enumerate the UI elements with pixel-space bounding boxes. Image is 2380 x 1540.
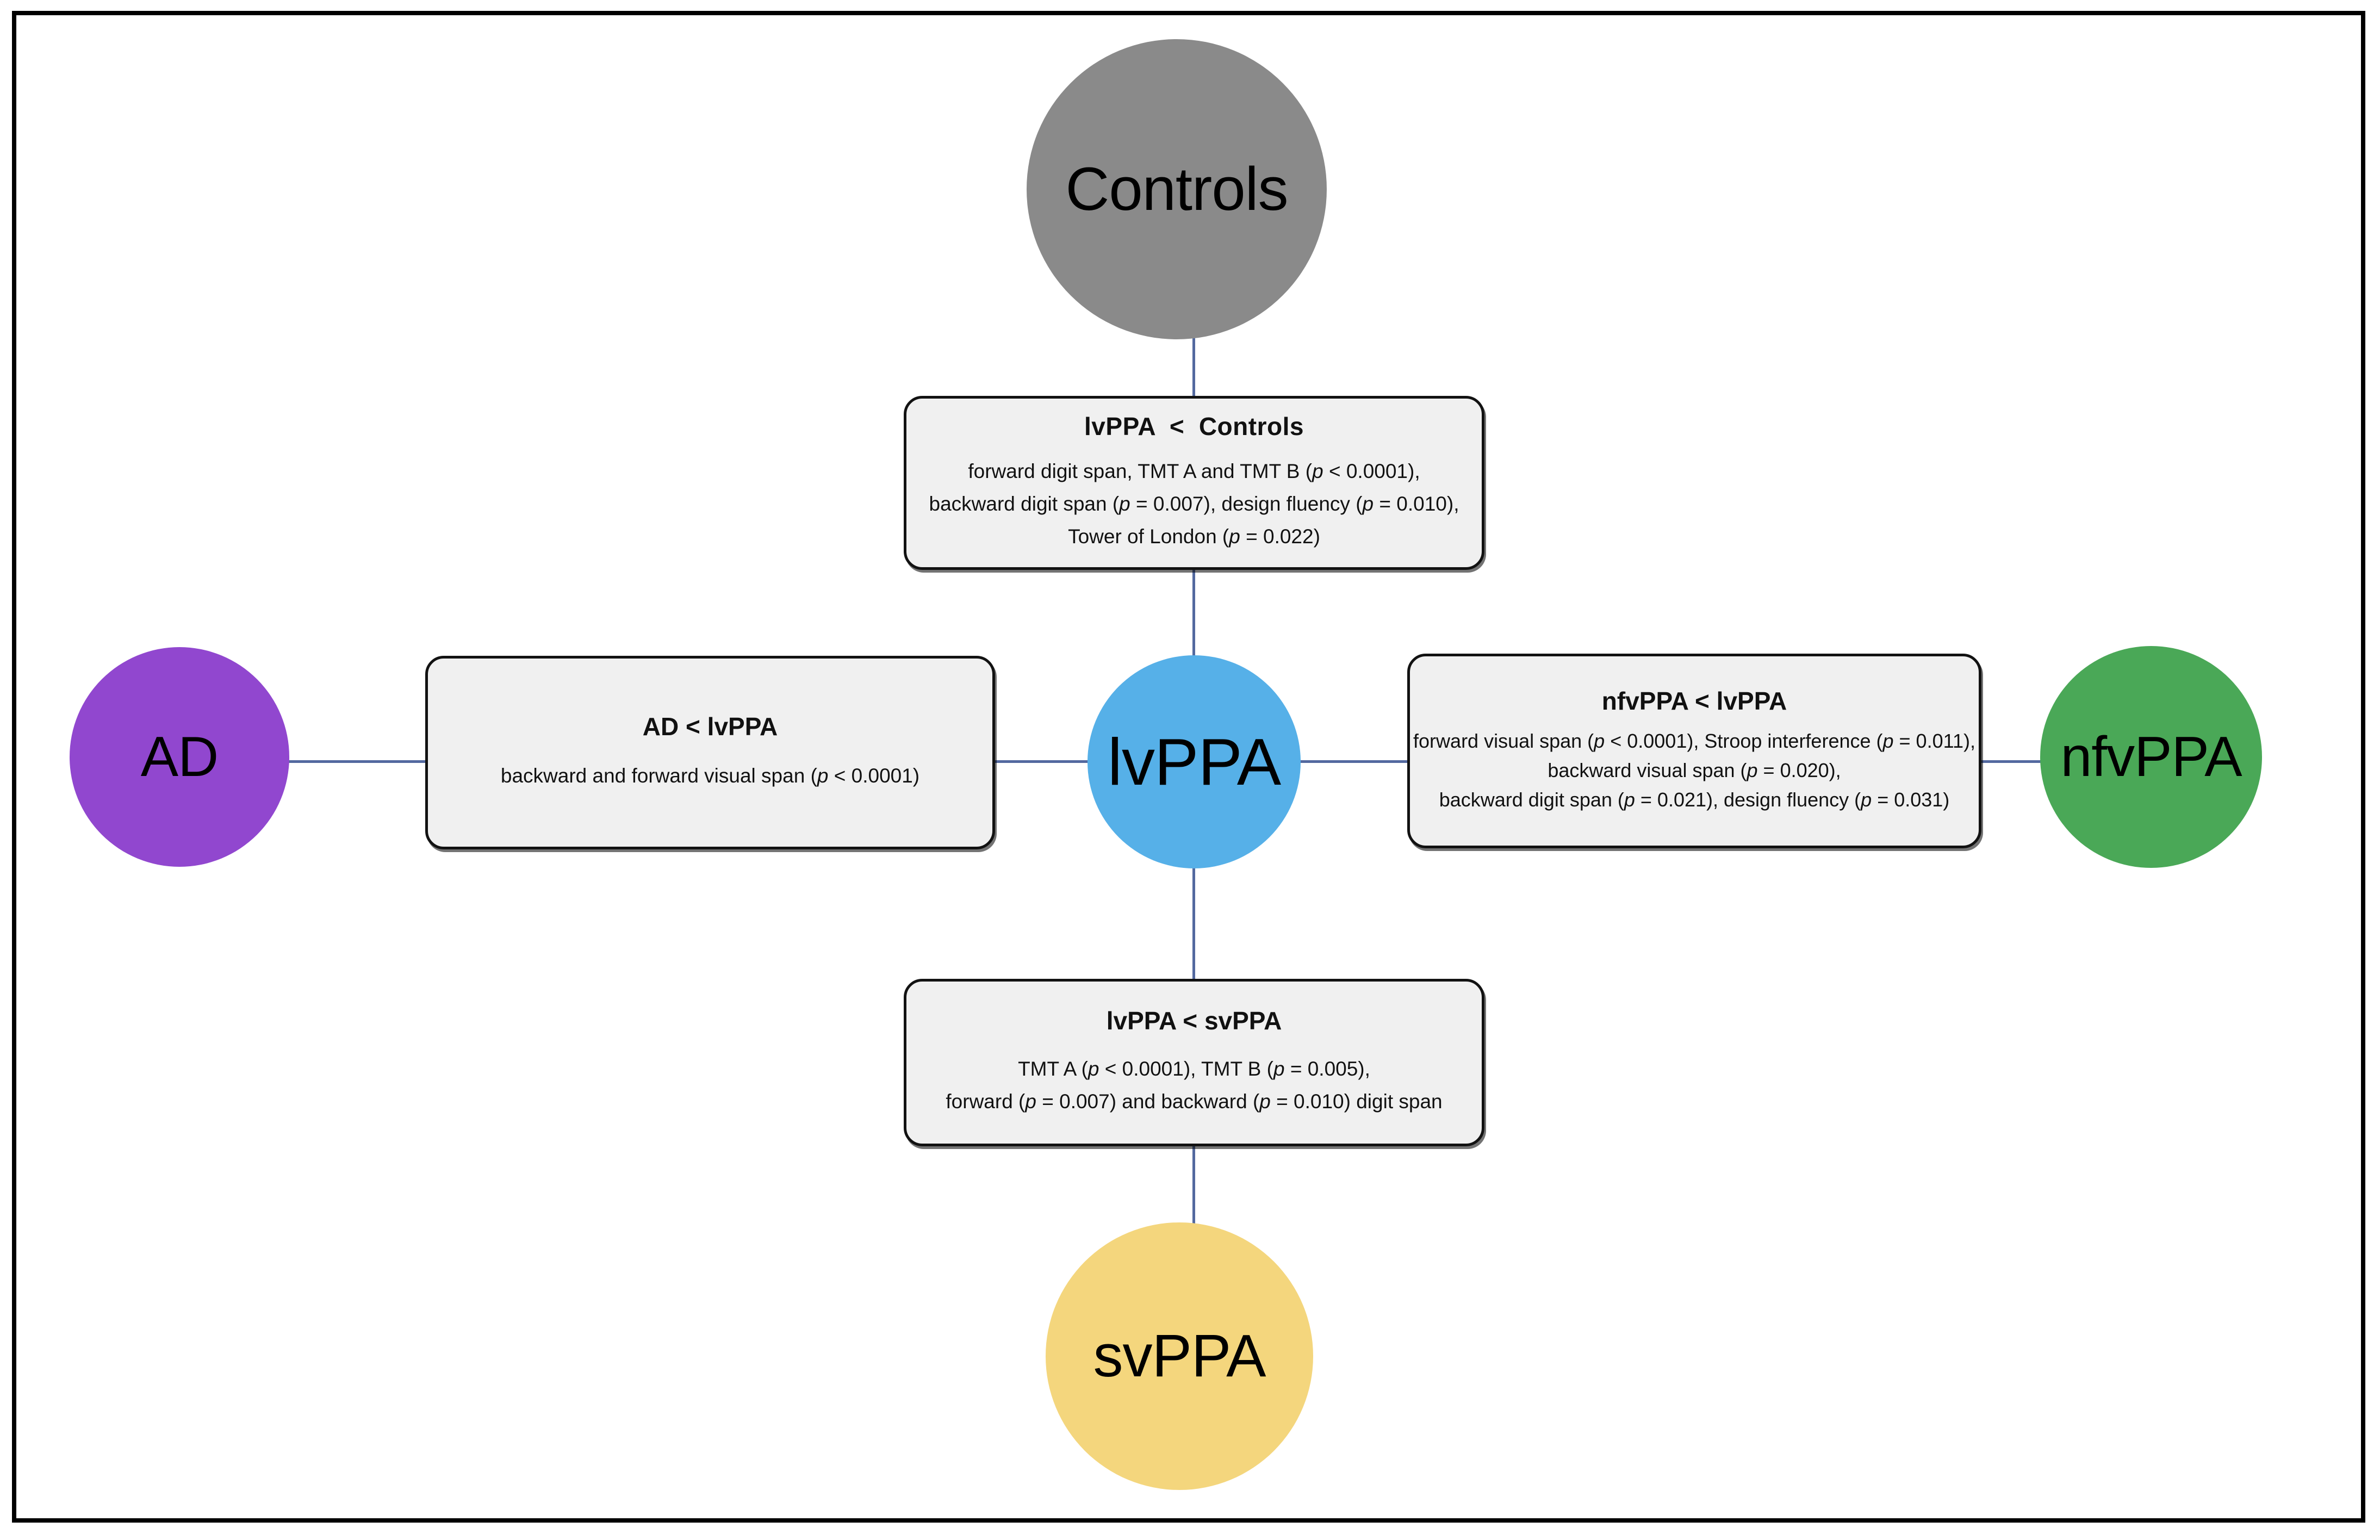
detail-line: forward digit span, TMT A and TMT B (p <… — [968, 459, 1420, 482]
connector-lvppa-to-right-box — [1295, 760, 1409, 763]
comparison-box-title: lvPPA < svPPA — [1106, 1007, 1282, 1035]
connector-left-box-to-lvppa — [993, 760, 1094, 763]
connector-bottom-box-to-svppa — [1192, 1144, 1195, 1226]
comparison-box-ad-vs-lvppa[interactable]: AD < lvPPA backward and forward visual s… — [425, 656, 995, 849]
node-lvppa[interactable]: lvPPA — [1088, 655, 1301, 868]
detail-line: TMT A (p < 0.0001), TMT B (p = 0.005), — [1018, 1057, 1370, 1080]
node-ad-label: AD — [140, 725, 219, 788]
detail-line: forward visual span (p < 0.0001), Stroop… — [1413, 729, 1975, 752]
detail-line: backward and forward visual span (p < 0.… — [500, 764, 920, 787]
node-nfvppa[interactable]: nfvPPA — [2040, 646, 2262, 868]
comparison-box-title: AD < lvPPA — [642, 712, 778, 741]
node-controls[interactable]: Controls — [1027, 39, 1327, 339]
detail-line: Tower of London (p = 0.022) — [1068, 525, 1320, 548]
comparison-box-title: nfvPPA < lvPPA — [1601, 687, 1787, 716]
detail-line: backward visual span (p = 0.020), — [1548, 759, 1841, 781]
node-lvppa-label: lvPPA — [1107, 725, 1281, 799]
comparison-box-details: forward digit span, TMT A and TMT B (p <… — [929, 455, 1459, 553]
node-svppa-label: svPPA — [1093, 1322, 1266, 1389]
connector-ad-to-left-box — [287, 760, 427, 763]
connector-right-box-to-nfvppa — [1979, 760, 2045, 763]
comparison-box-details: forward visual span (p < 0.0001), Stroop… — [1413, 726, 1975, 815]
connector-top-box-to-lvppa — [1192, 568, 1195, 660]
comparison-box-lvppa-vs-controls[interactable]: lvPPA < Controls forward digit span, TMT… — [904, 396, 1484, 570]
node-controls-label: Controls — [1065, 155, 1288, 223]
comparison-box-details: backward and forward visual span (p < 0.… — [501, 760, 919, 792]
comparison-box-nfvppa-vs-lvppa[interactable]: nfvPPA < lvPPA forward visual span (p < … — [1407, 654, 1981, 848]
detail-line: forward (p = 0.007) and backward (p = 0.… — [946, 1090, 1443, 1113]
connector-controls-to-top-box — [1192, 338, 1195, 398]
node-ad[interactable]: AD — [70, 647, 289, 867]
comparison-box-details: TMT A (p < 0.0001), TMT B (p = 0.005), f… — [946, 1053, 1442, 1118]
comparison-box-title: lvPPA < Controls — [1084, 412, 1304, 441]
node-nfvppa-label: nfvPPA — [2060, 725, 2242, 788]
connector-lvppa-to-bottom-box — [1192, 866, 1195, 981]
comparison-box-lvppa-vs-svppa[interactable]: lvPPA < svPPA TMT A (p < 0.0001), TMT B … — [904, 979, 1484, 1146]
node-svppa[interactable]: svPPA — [1046, 1222, 1313, 1490]
detail-line: backward digit span (p = 0.007), design … — [929, 492, 1459, 515]
detail-line: backward digit span (p = 0.021), design … — [1439, 788, 1950, 811]
